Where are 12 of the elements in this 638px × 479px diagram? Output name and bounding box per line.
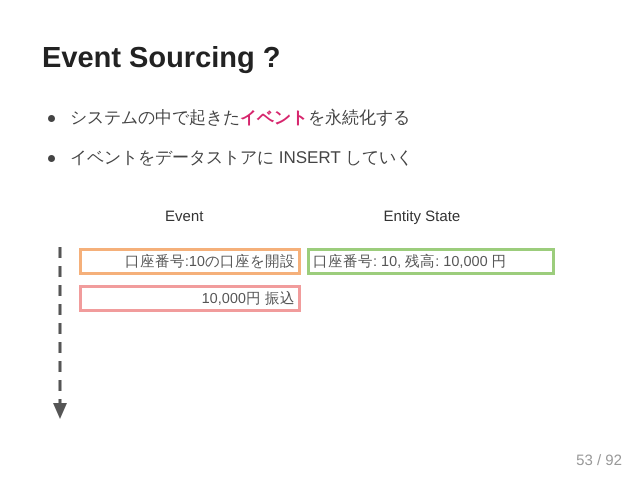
state-box: [307, 248, 555, 275]
page-number: 53 / 92: [576, 451, 622, 471]
bullet-text: システムの中で起きたイベントを永続化する: [70, 107, 410, 129]
box-text: 10,000円 振込: [202, 291, 295, 308]
slide-title: Event Sourcing ?: [42, 41, 280, 76]
column-heading: Entity State: [384, 207, 460, 227]
column-heading: Event: [165, 207, 204, 227]
event-box: [79, 248, 301, 275]
event-box: [79, 285, 301, 312]
box-text: 口座番号: 10, 残高: 10,000 円: [313, 254, 507, 271]
bullet-text: イベントをデータストアに INSERT していく: [70, 147, 414, 169]
box-text: 口座番号:10の口座を開設: [124, 254, 295, 271]
